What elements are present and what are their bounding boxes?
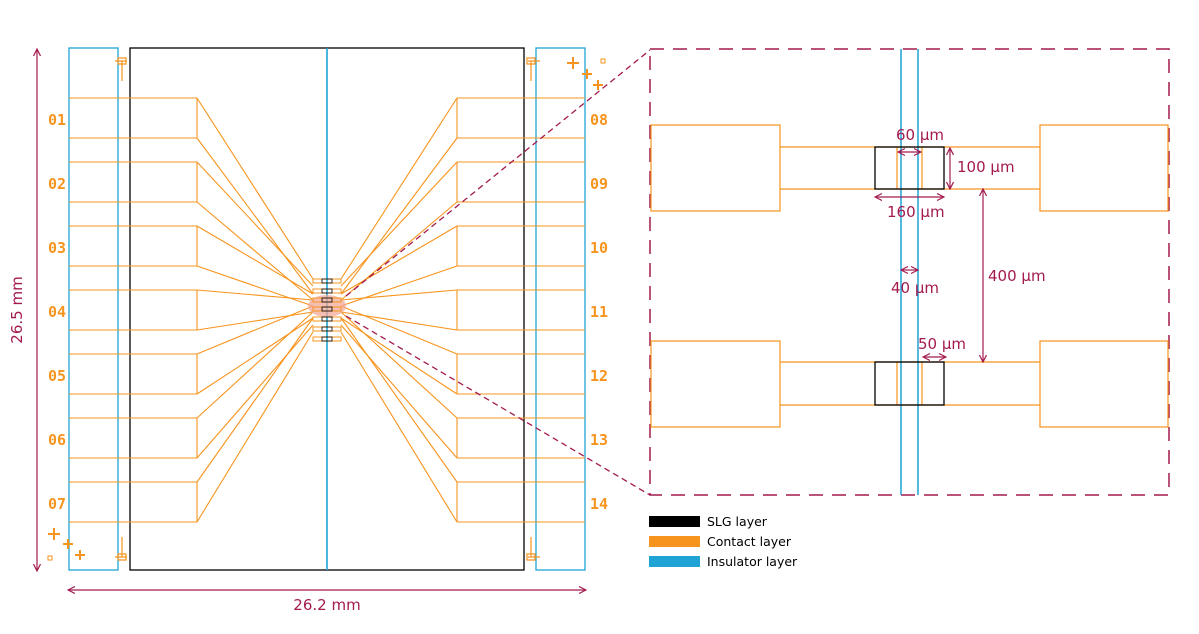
pad-label: 03 [48, 239, 66, 257]
contact-trace [340, 201, 458, 301]
contact-trace [340, 225, 458, 295]
contact-trace [340, 331, 458, 523]
contact-trace [340, 317, 458, 395]
center-slg-channel [321, 297, 333, 303]
contact-trace [196, 311, 314, 331]
lower-left-pad [650, 340, 781, 428]
lower-right-pad [1039, 340, 1169, 428]
contact-trace [340, 161, 458, 287]
contact-trace [196, 331, 314, 523]
legend-label-slg: SLG layer [707, 514, 768, 529]
contact-trace [196, 317, 314, 395]
pad-label: 10 [590, 239, 608, 257]
legend-item-contact: Contact layer [649, 534, 792, 549]
center-device-array [312, 278, 342, 342]
pad-label: 06 [48, 431, 66, 449]
contact-trace [196, 305, 314, 355]
legend-label-contact: Contact layer [707, 534, 792, 549]
detail-frame [649, 48, 1170, 496]
chip-overview: 01 02 03 04 05 06 07 08 09 10 11 12 13 1… [8, 47, 608, 614]
contact-trace [196, 97, 314, 280]
contact-trace [340, 97, 458, 280]
contact-trace [196, 201, 314, 301]
dim-40-label: 40 µm [891, 279, 939, 297]
chip-width-label: 26.2 mm [293, 596, 360, 614]
legend-item-insulator: Insulator layer [649, 554, 798, 569]
dim-50-label: 50 µm [918, 335, 966, 353]
pad-labels-right: 08 09 10 11 12 13 14 [590, 111, 608, 513]
pad-label: 05 [48, 367, 66, 385]
contact-trace [196, 137, 314, 295]
pad-label: 01 [48, 111, 66, 129]
dim-60-label: 60 µm [896, 126, 944, 144]
legend-swatch-insulator [649, 556, 700, 567]
center-slg-channel [321, 326, 333, 332]
dim-160-label: 160 µm [887, 203, 945, 221]
contact-traces [69, 97, 585, 523]
alignment-tabs [115, 57, 540, 561]
contact-trace [340, 311, 458, 331]
lower-device [650, 340, 1169, 428]
contact-trace [196, 317, 314, 483]
chip-height-label: 26.5 mm [8, 276, 26, 343]
insulator-strip-right [535, 47, 586, 571]
contact-trace [340, 311, 458, 419]
pad-label: 02 [48, 175, 66, 193]
upper-right-pad [1039, 124, 1169, 212]
detail-view: 60 µm 100 µm 160 µm 40 µm 400 µm 50 µm [649, 48, 1170, 496]
contact-trace [196, 324, 314, 459]
legend-label-insulator: Insulator layer [707, 554, 798, 569]
legend-item-slg: SLG layer [649, 514, 768, 529]
dim-100-label: 100 µm [957, 158, 1015, 176]
lower-slg-channel [874, 361, 945, 406]
legend-swatch-slg [649, 516, 700, 527]
pad-labels-left: 01 02 03 04 05 06 07 [48, 111, 66, 513]
legend-swatch-contact [649, 536, 700, 547]
contact-trace [340, 289, 458, 301]
center-slg-channel [321, 336, 333, 342]
center-slg-channel [321, 278, 333, 284]
zoom-connector-bottom [345, 315, 651, 496]
zoom-connector-top [345, 49, 651, 297]
pad-label: 08 [590, 111, 608, 129]
contact-trace [196, 289, 314, 301]
contact-trace [340, 317, 458, 483]
pad-label: 11 [590, 303, 608, 321]
pad-label: 12 [590, 367, 608, 385]
pad-label: 13 [590, 431, 608, 449]
pad-label: 07 [48, 495, 66, 513]
legend: SLG layer Contact layer Insulator layer [649, 514, 798, 569]
contact-trace [340, 265, 458, 307]
insulator-strip-left [68, 47, 119, 571]
center-slg-channel [321, 306, 333, 312]
contact-trace [196, 265, 314, 307]
contact-trace [196, 161, 314, 287]
contact-trace [340, 137, 458, 295]
pad-label: 09 [590, 175, 608, 193]
contact-trace [340, 305, 458, 355]
contact-trace [340, 324, 458, 459]
dim-400-label: 400 µm [988, 267, 1046, 285]
pad-label: 04 [48, 303, 66, 321]
center-slg-channel [321, 316, 333, 322]
upper-left-pad [650, 124, 781, 212]
pad-label: 14 [590, 495, 608, 513]
center-slg-channel [321, 288, 333, 294]
upper-slg-channel [874, 146, 945, 190]
contact-trace [196, 225, 314, 295]
contact-trace [196, 311, 314, 419]
alignment-marks [47, 57, 606, 561]
